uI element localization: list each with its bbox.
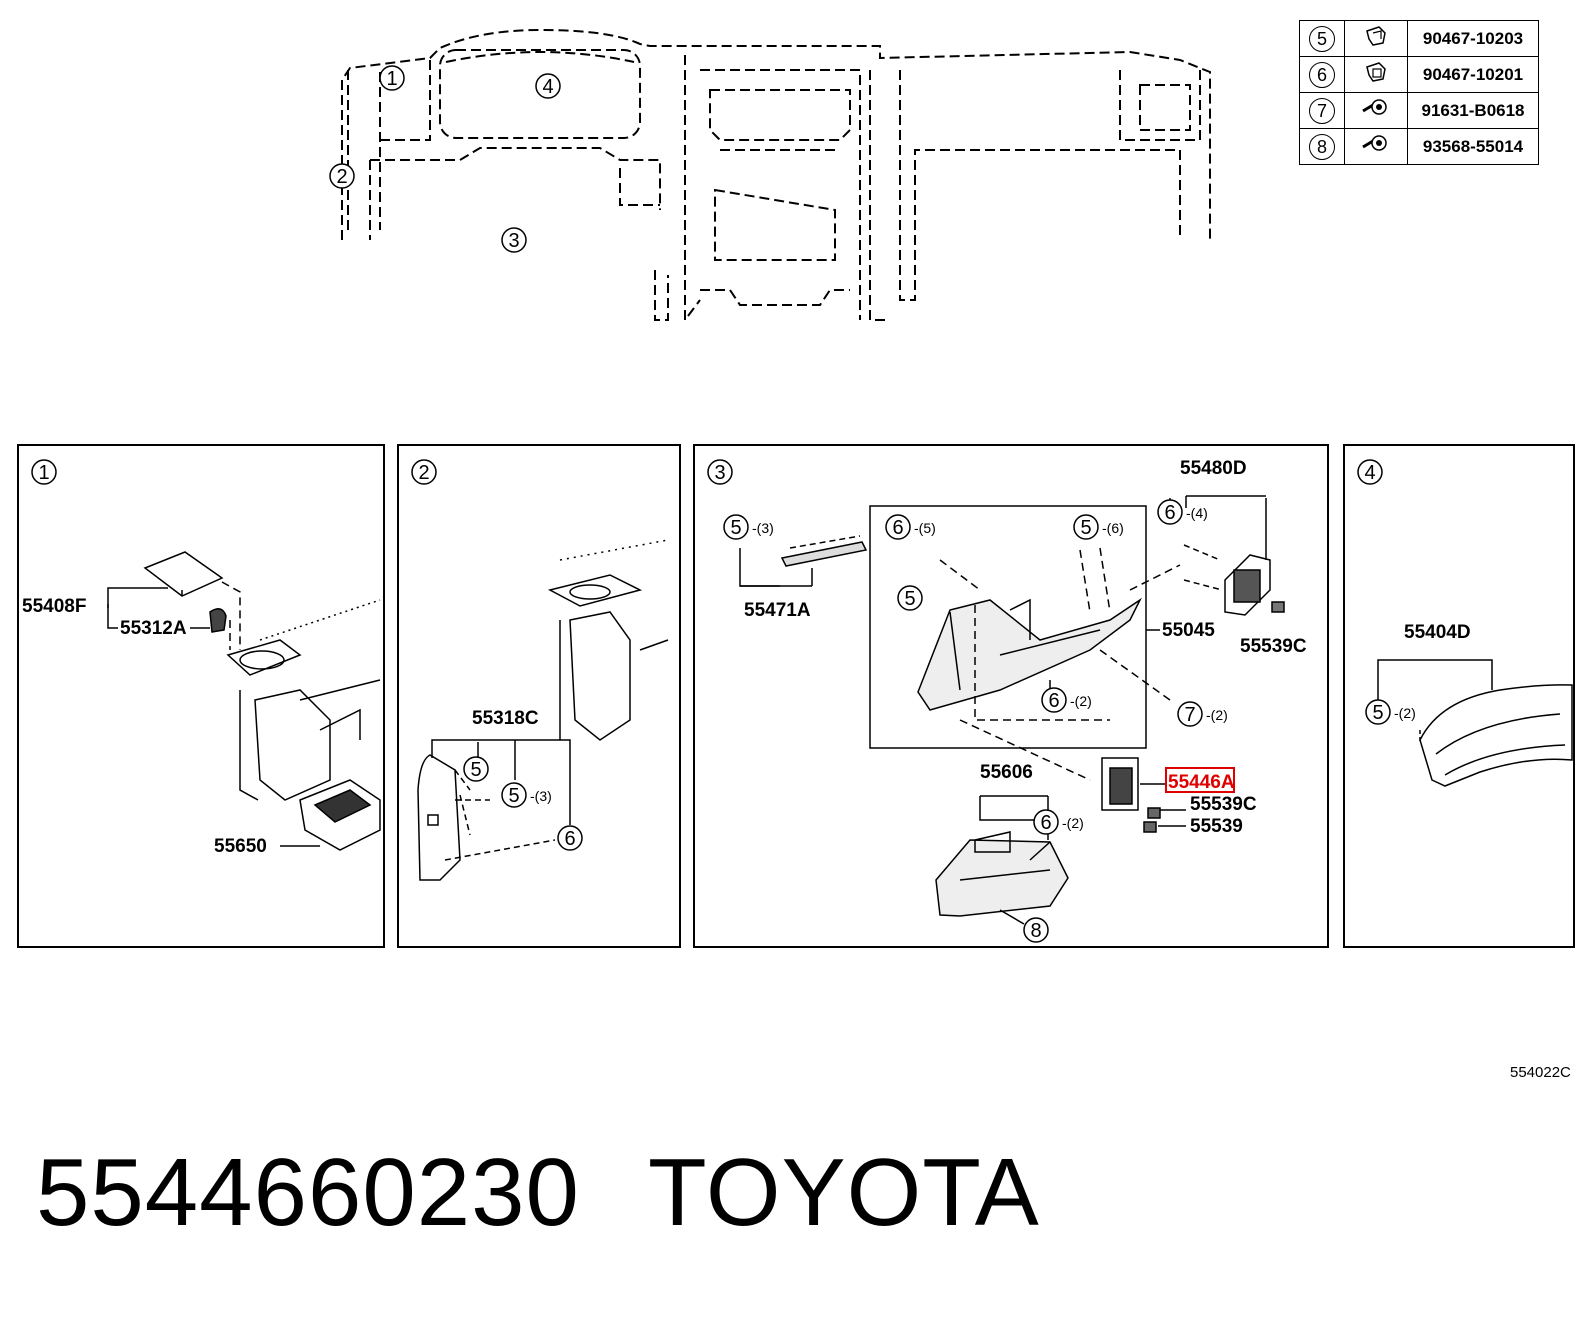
qty-label: -(3) [530,788,552,804]
label-55318C: 55318C [472,708,539,729]
label-55539C: 55539C [1190,794,1257,815]
ref-5-text: 5 [470,759,481,781]
legend-part-number: 90467-10203 [1407,20,1539,57]
legend-ref: 7 [1309,97,1335,124]
ref-5-text: 5 [730,517,741,539]
qty-label: -(5) [914,520,936,536]
qty-label: -(2) [1206,707,1228,723]
label-55045: 55045 [1162,620,1215,641]
panel-3-number: 3 [714,462,725,484]
legend-row: 8 93568-55014 [1299,128,1539,165]
panel-2-drawing [417,539,669,881]
ref-7-marker [1177,701,1203,727]
overview-marker-3: 3 [508,230,519,252]
panel-1-drawing [143,551,381,851]
qty-label: -(6) [1102,520,1124,536]
fastener-legend: 5 90467-10203 6 90467-10201 7 91631-B061… [1299,20,1539,165]
footer-part-number: 5544660230 [36,1139,580,1246]
ref-6-marker [1041,687,1067,713]
qty-label: -(4) [1186,505,1208,521]
panel-1-number: 1 [38,462,49,484]
label-55606: 55606 [980,762,1033,783]
dashboard-overview [341,28,1211,323]
overview-marker-4: 4 [542,76,553,98]
ref-6-marker [885,514,911,540]
panel-3-drawing [780,535,1285,917]
highlight-box [1165,767,1235,793]
panel-numbers: 1 2 3 4 [31,459,1383,485]
ref-5-marker [501,782,527,808]
ref-5-marker [1073,514,1099,540]
ref-5-marker [723,514,749,540]
label-55446A-highlighted[interactable]: 55446A [1168,772,1235,793]
legend-row: 7 91631-B0618 [1299,92,1539,129]
panel-1-leaders [107,587,320,847]
label-55650: 55650 [214,836,267,857]
label-55539C: 55539C [1240,636,1307,657]
label-55539: 55539 [1190,816,1243,837]
ref-5-marker [463,756,489,782]
legend-row: 6 90467-10201 [1299,56,1539,93]
legend-ref: 8 [1309,133,1335,160]
screw-icon [1344,128,1408,165]
qty-label: -(3) [752,520,774,536]
legend-ref: 6 [1309,61,1335,88]
ref-5-text: 5 [508,785,519,807]
panel-4-leaders [1377,659,1493,700]
panel-3-frame [693,444,1329,948]
legend-ref: 5 [1309,25,1335,52]
qty-label: -(2) [1070,693,1092,709]
ref-5-marker [897,585,923,611]
overview-marker-2: 2 [336,166,347,188]
legend-part-number: 90467-10201 [1407,56,1539,93]
ref-6-marker [1033,809,1059,835]
overview-markers: 1 2 3 4 [329,65,561,253]
ref-6-text: 6 [1040,812,1051,834]
footer-brand: TOYOTA [648,1139,1040,1246]
ref-8-marker [1023,917,1049,943]
ref-5-text: 5 [1372,702,1383,724]
label-55471A: 55471A [744,600,811,621]
ref-7-text: 7 [1184,704,1195,726]
clip-icon [1344,56,1408,93]
ref-6-text: 6 [1164,502,1175,524]
label-55480D: 55480D [1180,458,1247,479]
ref-8-text: 8 [1030,920,1041,942]
panel-4-frame [1343,444,1575,948]
ref-6-text: 6 [892,517,903,539]
image-code: 554022C [1510,1064,1571,1081]
panel-4-drawing [1419,684,1573,787]
ref-6-marker [1157,499,1183,525]
ref-6-text: 6 [1048,690,1059,712]
screw-icon [1344,92,1408,129]
ref-6-text: 6 [564,828,575,850]
panel-1-frame [17,444,385,948]
ref-5-marker [1365,699,1391,725]
panel-2-frame [397,444,681,948]
panel-2-leaders [431,739,571,825]
qty-label: -(2) [1062,815,1084,831]
legend-part-number: 91631-B0618 [1407,92,1539,129]
legend-part-number: 93568-55014 [1407,128,1539,165]
legend-row: 5 90467-10203 [1299,20,1539,57]
clip-icon [1344,20,1408,57]
qty-label: -(2) [1394,705,1416,721]
panel-3-inset-frame [869,505,1147,749]
label-55312A: 55312A [120,618,187,639]
label-55408F: 55408F [22,596,86,617]
ref-6-marker [557,825,583,851]
label-55404D: 55404D [1404,622,1471,643]
panel-4-number: 4 [1364,462,1375,484]
panel-2-number: 2 [418,462,429,484]
ref-5-text: 5 [1080,517,1091,539]
ref-5-text: 5 [904,588,915,610]
overview-marker-1: 1 [386,68,397,90]
